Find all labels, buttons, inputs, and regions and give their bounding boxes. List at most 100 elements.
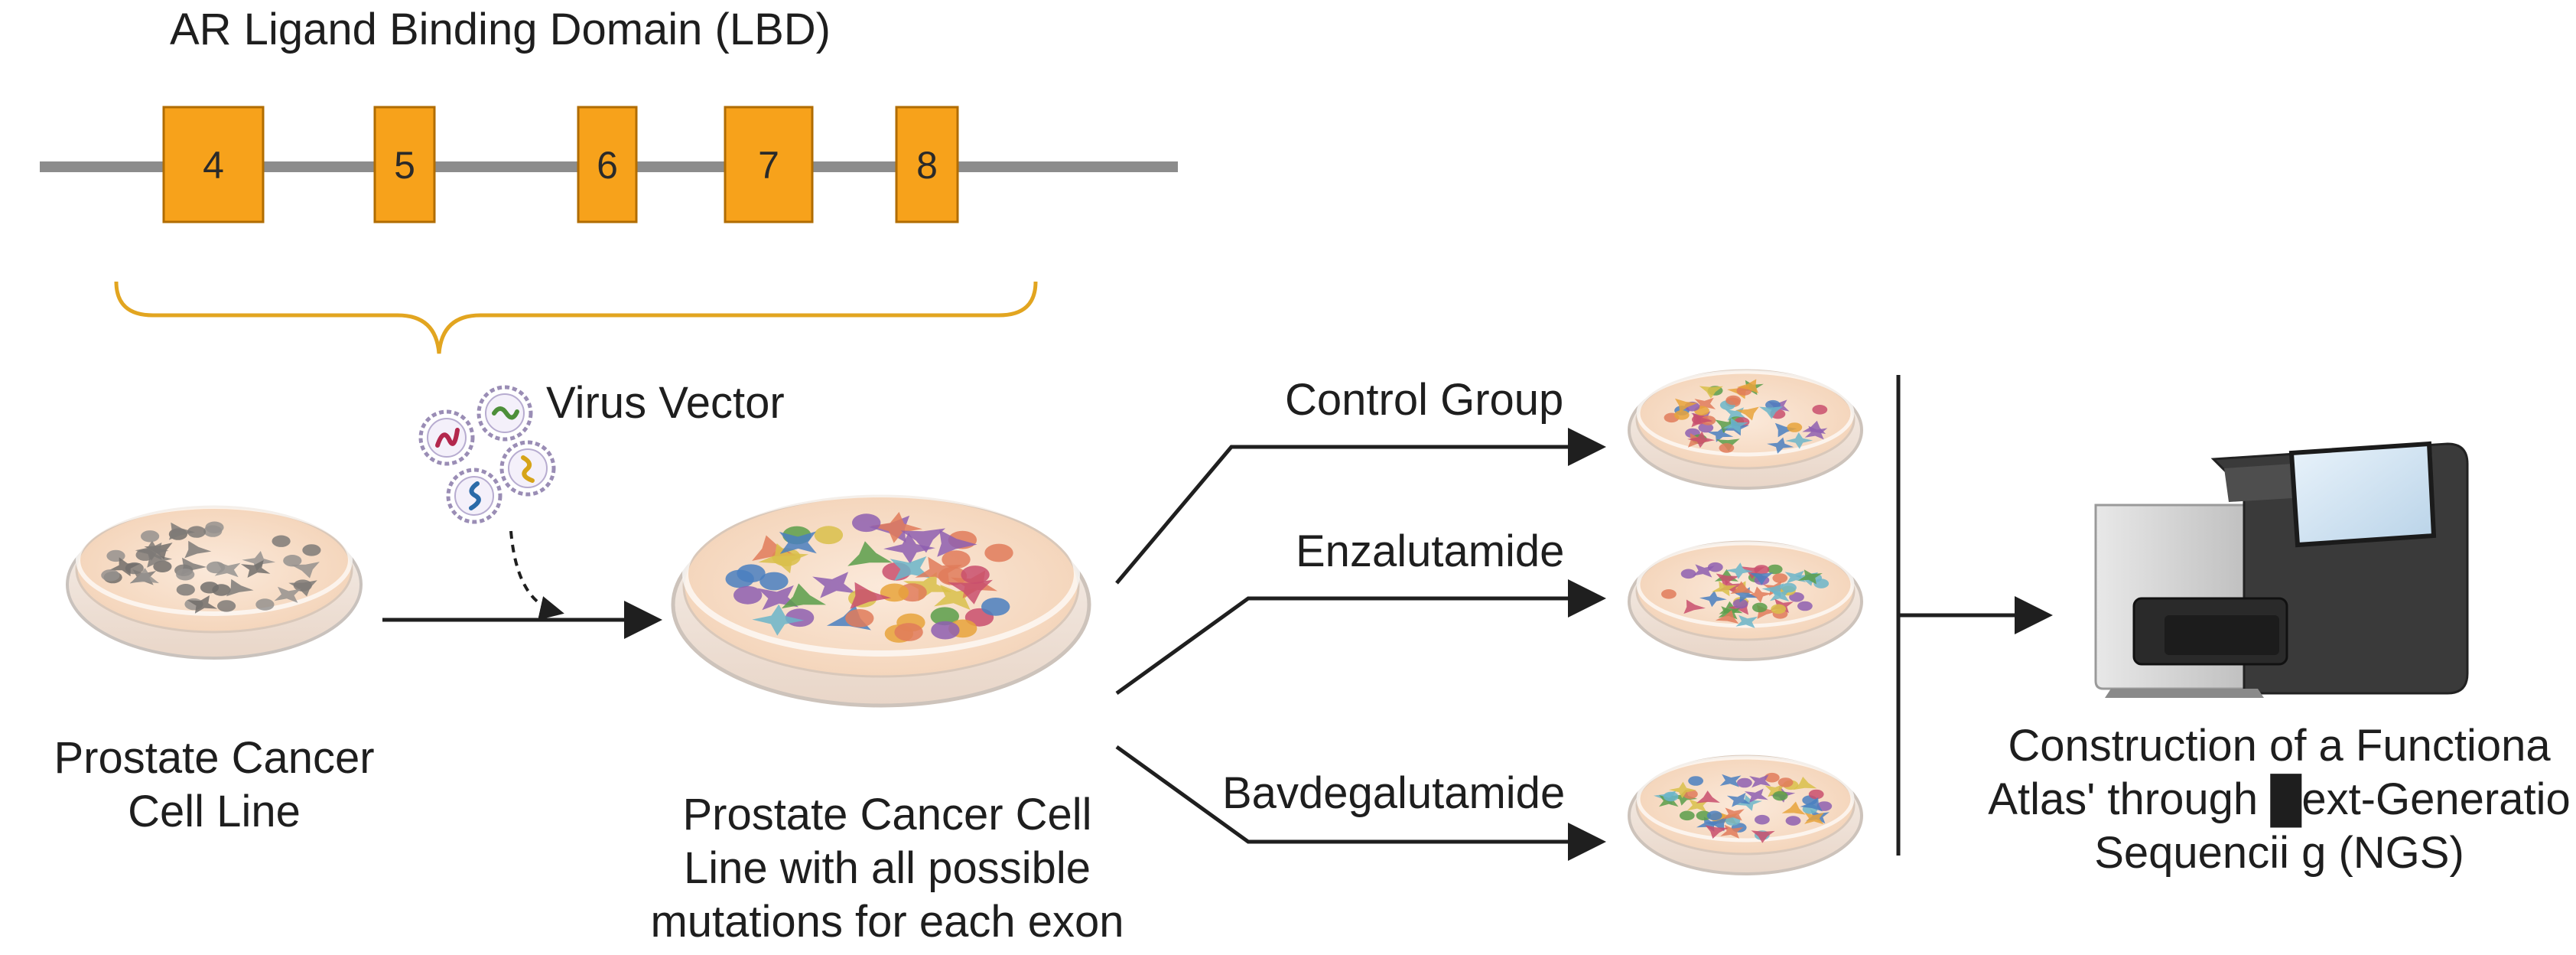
cell-shape [1745, 586, 1773, 603]
cell-shape [1670, 789, 1698, 806]
cell-shape [1706, 810, 1722, 821]
cell-shape [1772, 573, 1788, 583]
cell-shape [1772, 790, 1788, 801]
cell-shape [1785, 816, 1801, 826]
cell-shape [1736, 379, 1759, 393]
cell-shape [900, 528, 946, 553]
cell-shape [302, 544, 321, 556]
control-group-label: Control Group [1285, 375, 1564, 425]
cell-shape [1732, 598, 1748, 609]
cell-shape [1767, 437, 1794, 454]
lbd-gene-map: 4 5 6 7 8 [40, 106, 1178, 223]
source-cell-line-label: Prostate Cancer Cell Line [23, 732, 405, 839]
virus-cluster [418, 385, 556, 524]
cell-shape [226, 579, 254, 597]
cell-shape [1797, 601, 1813, 611]
bavdegalutamide-dish [1628, 755, 1863, 875]
cell-shape [1735, 614, 1758, 628]
cell-shape [948, 579, 993, 605]
cell-shape [1749, 572, 1774, 585]
cell-shape [1745, 788, 1768, 803]
result-label: Construction of a Functiona Atlas' throu… [1912, 719, 2576, 880]
cell-shape [814, 526, 844, 545]
cell-shape [733, 585, 763, 605]
cell-shape [1661, 589, 1677, 599]
cell-shape [1778, 777, 1794, 787]
exon-8-label: 8 [916, 144, 938, 187]
cell-shape [737, 564, 766, 583]
cell-shape [870, 512, 922, 543]
cell-shape [1761, 583, 1784, 598]
cell-shape [1771, 604, 1787, 614]
exon-6-label: 6 [597, 144, 618, 187]
result-line3: Sequencii g (NGS) [2094, 828, 2464, 878]
cell-shape [1804, 812, 1824, 825]
source-cell-line-line1: Prostate Cancer [54, 733, 375, 783]
arrow-to-control [1115, 428, 1606, 585]
cell-shape [135, 540, 169, 561]
cell-shape [903, 572, 952, 601]
cell-shape [207, 561, 226, 574]
cell-shape [1781, 582, 1797, 593]
cell-shape [1687, 431, 1716, 448]
control-dish [1628, 369, 1863, 490]
cell-shape [850, 582, 892, 609]
cell-shape [1699, 590, 1727, 608]
cell-shape [1732, 587, 1758, 603]
cell-shape [1725, 562, 1753, 579]
cell-shape [759, 572, 789, 591]
cell-shape [255, 598, 275, 611]
cell-shape [942, 550, 971, 569]
cell-shape [1735, 406, 1759, 421]
cell-shape [1787, 422, 1803, 432]
cell-shape [984, 543, 1013, 562]
cell-shape [1679, 810, 1695, 821]
cell-shape [1691, 412, 1713, 428]
virus-transduction-arrow [509, 530, 564, 621]
cell-shape [1707, 562, 1723, 572]
enzalutamide-dish [1628, 540, 1863, 661]
cell-shape [1715, 610, 1739, 624]
cell-shape [283, 555, 302, 567]
cell-shape [1726, 793, 1751, 807]
cell-shape [1737, 777, 1752, 788]
lbd-title: AR Ligand Binding Domain (LBD) [170, 5, 831, 54]
cell-shape [176, 569, 195, 581]
exon-6: 6 [577, 106, 638, 223]
exon-5-label: 5 [394, 144, 415, 187]
cell-shape [141, 530, 160, 543]
cell-shape [274, 586, 301, 603]
cell-shape [1767, 564, 1783, 575]
virus-vector-label: Virus Vector [546, 378, 785, 428]
cell-shape [938, 567, 968, 585]
cell-shape [812, 572, 857, 598]
exon-8: 8 [895, 106, 959, 223]
lbd-brace [114, 281, 1038, 354]
cell-shape [1696, 816, 1722, 832]
cell-shape [1793, 777, 1817, 790]
arrow-to-enzalutamide [1115, 579, 1606, 696]
petri-dish-icon [66, 504, 363, 660]
mutant-cell-line-line1: Prostate Cancer Cell [682, 790, 1092, 839]
cell-shape [205, 521, 224, 533]
cell-shape [1699, 386, 1723, 399]
cell-shape [1705, 825, 1729, 839]
cell-shape [931, 621, 960, 640]
cell-shape [1722, 807, 1745, 821]
cell-shape [1781, 801, 1806, 815]
cell-shape [176, 584, 195, 596]
cell-shape [1680, 569, 1696, 579]
cell-shape [1698, 422, 1714, 433]
cell-shape [781, 583, 827, 609]
cell-shape [293, 579, 312, 592]
cell-shape [187, 526, 207, 538]
virus-particle-icon [476, 385, 533, 442]
cell-shape [1722, 417, 1748, 433]
cell-shape [981, 598, 1010, 616]
cell-shape [1789, 592, 1804, 602]
branch-arrows [1115, 428, 1606, 861]
exon-4-label: 4 [203, 144, 224, 187]
exon-5: 5 [373, 106, 436, 223]
cell-shape [915, 556, 963, 585]
